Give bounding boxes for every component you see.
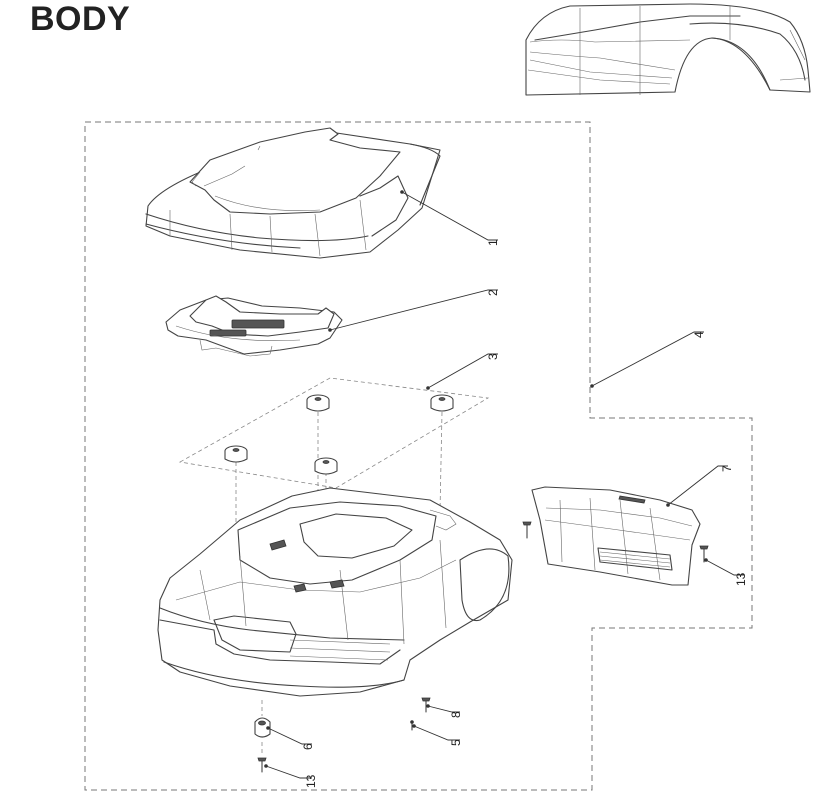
callout-6: 6 xyxy=(301,743,315,750)
part-13-screw-bottom xyxy=(257,742,267,773)
damper-rubber-4 xyxy=(314,457,338,475)
part-7-rear-panel xyxy=(531,486,701,586)
overview-thumbnail xyxy=(525,3,811,96)
damper-rubber-3 xyxy=(224,445,248,463)
callout-13-bottom: 13 xyxy=(304,774,318,788)
callout-3: 3 xyxy=(486,353,500,360)
part-4-chassis xyxy=(157,487,513,697)
part-13-screw-rear xyxy=(522,521,709,563)
damper-rubber-1 xyxy=(306,394,330,412)
callout-8: 8 xyxy=(449,711,463,718)
part-2-display-panel xyxy=(165,295,343,357)
part-6-foot xyxy=(254,700,271,738)
damper-rubber-2 xyxy=(430,394,454,412)
callout-13-rear: 13 xyxy=(734,572,748,586)
callout-1: 1 xyxy=(486,239,500,246)
callout-4: 4 xyxy=(692,331,706,338)
part-3-damper-set xyxy=(178,377,490,538)
part-1-top-cover xyxy=(145,127,441,259)
callout-7: 7 xyxy=(720,465,734,472)
page-title: BODY xyxy=(30,0,131,38)
callout-5: 5 xyxy=(449,739,463,746)
assembly-boundary xyxy=(84,121,753,791)
leader-lines xyxy=(264,190,744,779)
part-5-screw xyxy=(410,720,414,731)
callout-2: 2 xyxy=(486,289,500,296)
part-8-pin xyxy=(421,697,431,713)
